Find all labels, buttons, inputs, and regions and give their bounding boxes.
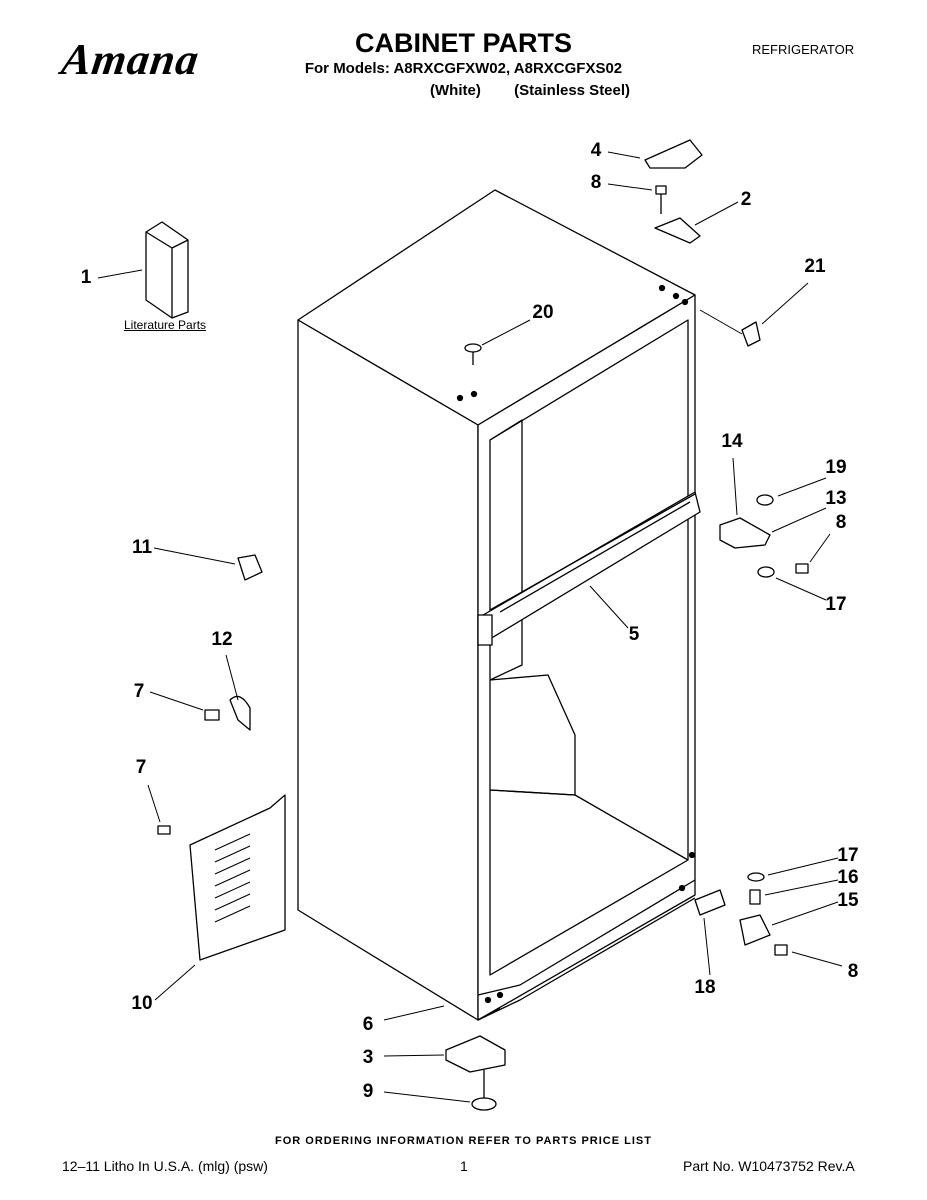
callout-c20: 20 <box>532 302 553 323</box>
bottom-hinge-assembly <box>694 872 788 956</box>
center-hinge-assembly <box>719 494 809 578</box>
page-number: 1 <box>460 1158 468 1174</box>
callout-c7a: 7 <box>134 681 145 702</box>
back-access-panel <box>157 794 286 961</box>
model-variants: (White) (Stainless Steel) <box>430 82 631 99</box>
callout-c10: 10 <box>131 993 152 1014</box>
callout-c21: 21 <box>804 256 826 277</box>
callout-c17a: 17 <box>825 594 846 615</box>
bracket-part <box>204 695 251 731</box>
page-title: CABINET PARTS <box>354 28 572 58</box>
callout-c8c: 8 <box>848 961 859 982</box>
callout-c17b: 17 <box>837 845 858 866</box>
callout-c3: 3 <box>363 1047 374 1068</box>
clip-part <box>237 554 263 581</box>
part-number: Part No. W10473752 Rev.A <box>683 1158 855 1174</box>
cabinet-shell <box>297 189 696 1021</box>
callout-c8b: 8 <box>836 512 847 533</box>
callout-c15: 15 <box>837 890 859 911</box>
literature-parts-label: Literature Parts <box>124 318 207 332</box>
callout-c12: 12 <box>211 629 232 650</box>
callout-c4: 4 <box>591 140 602 161</box>
callout-c18: 18 <box>694 977 715 998</box>
callout-c13: 13 <box>825 488 846 509</box>
callout-c5: 5 <box>629 624 640 645</box>
leader-lines <box>97 151 843 1103</box>
hinge-screw-top <box>655 185 667 214</box>
hinge-cover <box>644 139 703 169</box>
callout-c16: 16 <box>837 867 858 888</box>
hinge-cap <box>741 321 761 347</box>
model-numbers: For Models: A8RXCGFXW02, A8RXCGFXS02 <box>304 60 623 77</box>
callout-c8a: 8 <box>591 172 602 193</box>
callout-c9: 9 <box>363 1081 374 1102</box>
callout-c11: 11 <box>132 537 153 558</box>
callout-c1: 1 <box>81 267 92 288</box>
litho-info: 12–11 Litho In U.S.A. (mlg) (psw) <box>62 1158 268 1174</box>
callout-c7b: 7 <box>136 757 147 778</box>
divider-rail <box>477 491 701 646</box>
top-hinge <box>654 217 701 244</box>
ordering-info: FOR ORDERING INFORMATION REFER TO PARTS … <box>275 1135 652 1147</box>
callout-c6: 6 <box>363 1014 374 1035</box>
callout-c19: 19 <box>825 457 846 478</box>
leveling-foot <box>445 1035 506 1111</box>
top-screw <box>464 343 482 365</box>
literature-booklet <box>145 221 189 319</box>
product-category: REFRIGERATOR <box>752 42 855 57</box>
callout-c2: 2 <box>741 189 752 210</box>
callout-c14: 14 <box>721 431 743 452</box>
